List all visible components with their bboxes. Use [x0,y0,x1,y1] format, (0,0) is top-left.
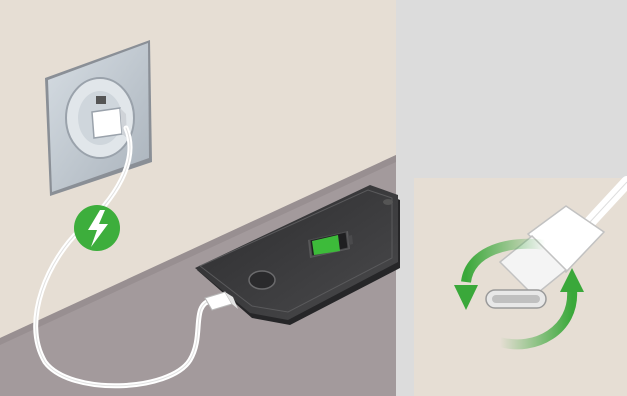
charging-bolt-icon [74,205,120,251]
right-scene [414,178,627,396]
left-scene [0,0,400,396]
charger-adapter [92,108,127,138]
